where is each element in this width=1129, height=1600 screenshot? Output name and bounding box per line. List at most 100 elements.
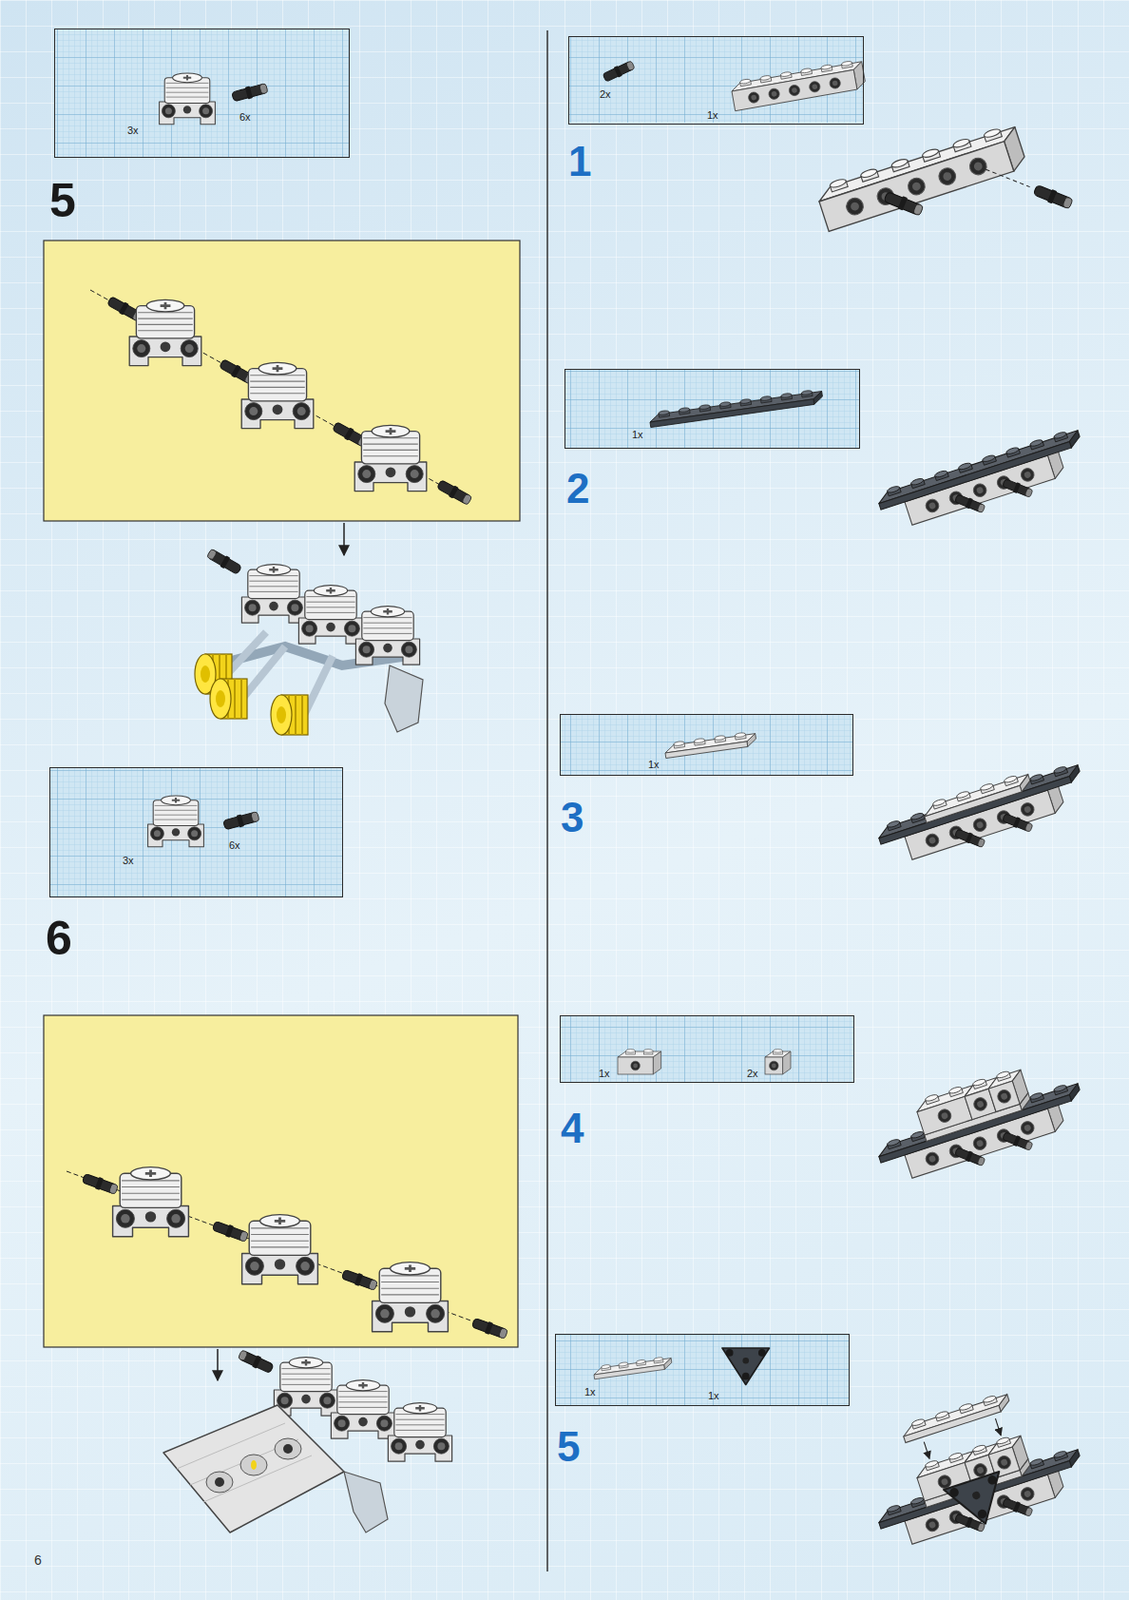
- engine-assembly-1-part: [241, 564, 306, 624]
- step-2-model-part: [998, 470, 1036, 506]
- part-count: 2x: [599, 88, 612, 101]
- engine-assembly-1-part: [298, 585, 363, 645]
- step-6-engine-row-part: [341, 1267, 379, 1292]
- part-count: 1x: [707, 109, 719, 122]
- engine-assembly-2-part: [163, 1404, 345, 1532]
- parts-pictures-part: [664, 730, 758, 759]
- step-number: 4: [560, 1107, 584, 1149]
- step-6-engine-row-part: [372, 1262, 449, 1332]
- parts-pictures-part: [230, 81, 268, 103]
- parts-box-grounds-part: [564, 368, 861, 449]
- part-count: 3x: [122, 854, 134, 867]
- step-5-engine-row: [43, 240, 520, 555]
- step-5-engine-row-part: [129, 299, 202, 365]
- parts-box-grounds-part: [49, 766, 344, 898]
- parts-pictures-part: [602, 59, 636, 84]
- parts-box-grounds-part: [54, 28, 350, 158]
- step-number: 5: [556, 1425, 580, 1468]
- parts-pictures-part: [617, 1049, 662, 1074]
- step-5-model-part: [995, 1417, 1001, 1436]
- part-count: 6x: [229, 839, 241, 852]
- step-5-model-part: [899, 1390, 1012, 1442]
- engine-assembly-2-part: [176, 1422, 312, 1502]
- step-number: 2: [566, 467, 590, 510]
- step-6-engine-row-part: [211, 1219, 249, 1244]
- parts-pictures-part: [765, 1049, 791, 1074]
- step-1-model: [814, 112, 1077, 283]
- parts-callout-box: 3x 6x: [49, 766, 344, 898]
- column-divider: [546, 30, 549, 1571]
- parts-box-grounds-part: [54, 28, 350, 158]
- step-6-engine-row-part: [471, 1316, 509, 1340]
- engine-assembly-2: [163, 1347, 453, 1532]
- engine-assembly-2-part: [250, 1459, 257, 1470]
- part-count: 1x: [631, 428, 644, 441]
- engine-assembly-2-part: [273, 1357, 338, 1417]
- step-1-model-part: [1029, 173, 1077, 220]
- step-2-model: [875, 427, 1093, 544]
- step-1-model-part: [985, 157, 1030, 198]
- step-3-model-part: [951, 820, 989, 856]
- engine-assembly-1: [194, 547, 423, 735]
- engine-assembly-2-part: [283, 1443, 293, 1454]
- parts-pictures-part: [649, 388, 824, 428]
- step-4-model-part: [951, 1138, 989, 1174]
- engine-assembly-2-part: [387, 1402, 452, 1462]
- engine-assembly-2-part: [330, 1379, 395, 1439]
- engine-assembly-2-part: [214, 1476, 225, 1487]
- engine-assembly-2-part: [240, 1454, 268, 1475]
- step-5-engine-row-part: [90, 289, 466, 499]
- step-3-model-part: [998, 804, 1036, 841]
- step-1-model-part: [814, 122, 1028, 231]
- parts-box-grounds-part: [554, 1333, 850, 1406]
- step-6-engine-row-part: [242, 1214, 319, 1284]
- step-number: 3: [560, 796, 584, 839]
- part-count: 1x: [648, 758, 660, 771]
- engine-assembly-1-part: [206, 547, 244, 576]
- parts-box-grounds-part: [559, 713, 854, 776]
- step-5-engine-row-part: [43, 240, 520, 521]
- step-5-engine-row-part: [354, 424, 427, 491]
- step-1-model-part: [880, 180, 928, 227]
- step-5-model: [852, 1375, 1093, 1562]
- parts-box-grounds-part: [559, 1014, 855, 1082]
- step-number: 6: [45, 914, 73, 962]
- step-5-model-part: [984, 1432, 1031, 1477]
- step-5-engine-row-part: [343, 522, 345, 555]
- parts-box-grounds-part: [564, 368, 861, 449]
- step-2-model-part: [875, 427, 1083, 511]
- parts-callout-box: 1x: [559, 713, 854, 776]
- parts-box-grounds-part: [559, 1014, 855, 1082]
- parts-box-grounds-part: [54, 28, 350, 158]
- step-3-model-part: [920, 770, 1033, 823]
- engine-assembly-2-part: [274, 1437, 302, 1459]
- step-6-engine-row-part: [113, 1167, 190, 1237]
- parts-box-grounds-part: [564, 368, 861, 449]
- part-count: 2x: [746, 1067, 759, 1080]
- parts-box-grounds-part: [49, 766, 344, 898]
- step-6-engine-row-part: [43, 1014, 518, 1347]
- engine-assembly-1-part: [210, 678, 248, 719]
- part-count: 1x: [598, 1067, 611, 1080]
- engine-assembly-2-part: [344, 1471, 388, 1532]
- step-4-model-part: [984, 1066, 1031, 1111]
- part-count: 1x: [584, 1385, 596, 1398]
- parts-callout-box: 1x: [564, 368, 861, 449]
- step-5-model-part: [943, 1471, 1014, 1532]
- parts-callout-box: 1x1x: [554, 1333, 850, 1406]
- parts-box-grounds-part: [49, 766, 344, 898]
- engine-assembly-1-part: [270, 694, 308, 735]
- step-6-engine-row-part: [216, 1348, 219, 1380]
- parts-pictures-part: [222, 809, 260, 831]
- step-6-engine-row-part: [81, 1171, 119, 1196]
- step-6-engine-row: [43, 1014, 518, 1380]
- step-3-model-part: [875, 762, 1083, 845]
- step-5-engine-row-part: [436, 478, 474, 506]
- step-number: 1: [568, 140, 592, 183]
- part-count: 3x: [127, 124, 139, 137]
- parts-pictures-part: [148, 795, 205, 847]
- engine-assembly-2-part: [237, 1347, 275, 1374]
- parts-box-grounds-part: [559, 713, 854, 776]
- step-number: 5: [49, 176, 77, 225]
